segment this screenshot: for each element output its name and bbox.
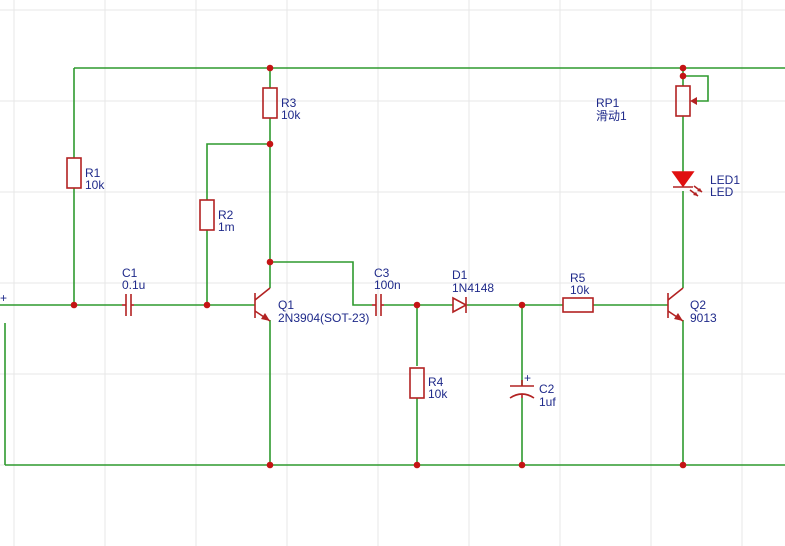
q2-ref-label: Q2: [690, 298, 706, 312]
q1-collector-to-c3: [270, 261, 372, 306]
junction-dot: [266, 258, 274, 266]
q2-transistor[interactable]: [667, 287, 684, 322]
r1-resistor[interactable]: [66, 157, 82, 189]
r2-wire-top: [206, 143, 270, 200]
junction-dot: [266, 461, 274, 469]
components: [66, 85, 703, 399]
r4-value-label: 10k: [428, 387, 448, 401]
c2-ref-label: C2: [539, 382, 555, 396]
d1-ref-label: D1: [452, 268, 468, 282]
junction-dot: [679, 461, 687, 469]
r2-ref-label: R2: [218, 208, 234, 222]
d1-diode[interactable]: [452, 296, 468, 314]
r2-resistor[interactable]: [199, 199, 215, 231]
c3-value-label: 100n: [374, 278, 401, 292]
d1-value-label: 1N4148: [452, 281, 494, 295]
junction-dot: [679, 72, 687, 80]
r2-value-label: 1m: [218, 220, 235, 234]
junction-dot: [679, 64, 687, 72]
junction-dot: [266, 140, 274, 148]
junction-dot: [518, 461, 526, 469]
r5-resistor[interactable]: [562, 297, 594, 313]
c1-capacitor[interactable]: [122, 294, 134, 316]
r4-ref-label: R4: [428, 375, 444, 389]
r3-ref-label: R3: [281, 96, 297, 110]
junction-dot: [203, 301, 211, 309]
q1-transistor[interactable]: [254, 287, 271, 322]
c2-polarity-label: +: [524, 371, 531, 385]
r4-resistor[interactable]: [409, 367, 425, 399]
q2-value-label: 9013: [690, 311, 717, 325]
wires: [0, 67, 785, 466]
junction-dot: [518, 301, 526, 309]
rp1-potentiometer[interactable]: [675, 85, 697, 117]
r3-resistor[interactable]: [262, 87, 278, 119]
c2-polarized-capacitor[interactable]: [509, 380, 535, 399]
rp1-wiper-wire: [683, 75, 709, 102]
r1-value-label: 10k: [85, 178, 105, 192]
source-terminal-label: +: [0, 291, 7, 305]
r1-ref-label: R1: [85, 166, 101, 180]
junction-dot: [70, 301, 78, 309]
q1-value-label: 2N3904(SOT-23): [278, 311, 369, 325]
junction-dot: [413, 461, 421, 469]
r3-value-label: 10k: [281, 108, 301, 122]
r5-ref-label: R5: [570, 271, 586, 285]
c1-value-label: 0.1u: [122, 278, 145, 292]
q1-ref-label: Q1: [278, 298, 294, 312]
junction-dot: [266, 64, 274, 72]
led1-ref-label: LED1: [710, 173, 740, 187]
junctions: [70, 64, 687, 469]
c2-value-label: 1uf: [539, 395, 556, 409]
rp1-ref-label: RP1: [596, 96, 620, 110]
r5-value-label: 10k: [570, 283, 590, 297]
c3-ref-label: C3: [374, 266, 390, 280]
rp1-value-label: 滑动1: [596, 109, 627, 123]
led1-value-label: LED: [710, 185, 734, 199]
c3-capacitor[interactable]: [372, 294, 384, 316]
labels: + R1 10k R2 1m R3 10k C1 0.1u Q1 2N3904(…: [0, 96, 740, 409]
c1-ref-label: C1: [122, 266, 138, 280]
led1-led[interactable]: [671, 171, 703, 197]
junction-dot: [413, 301, 421, 309]
